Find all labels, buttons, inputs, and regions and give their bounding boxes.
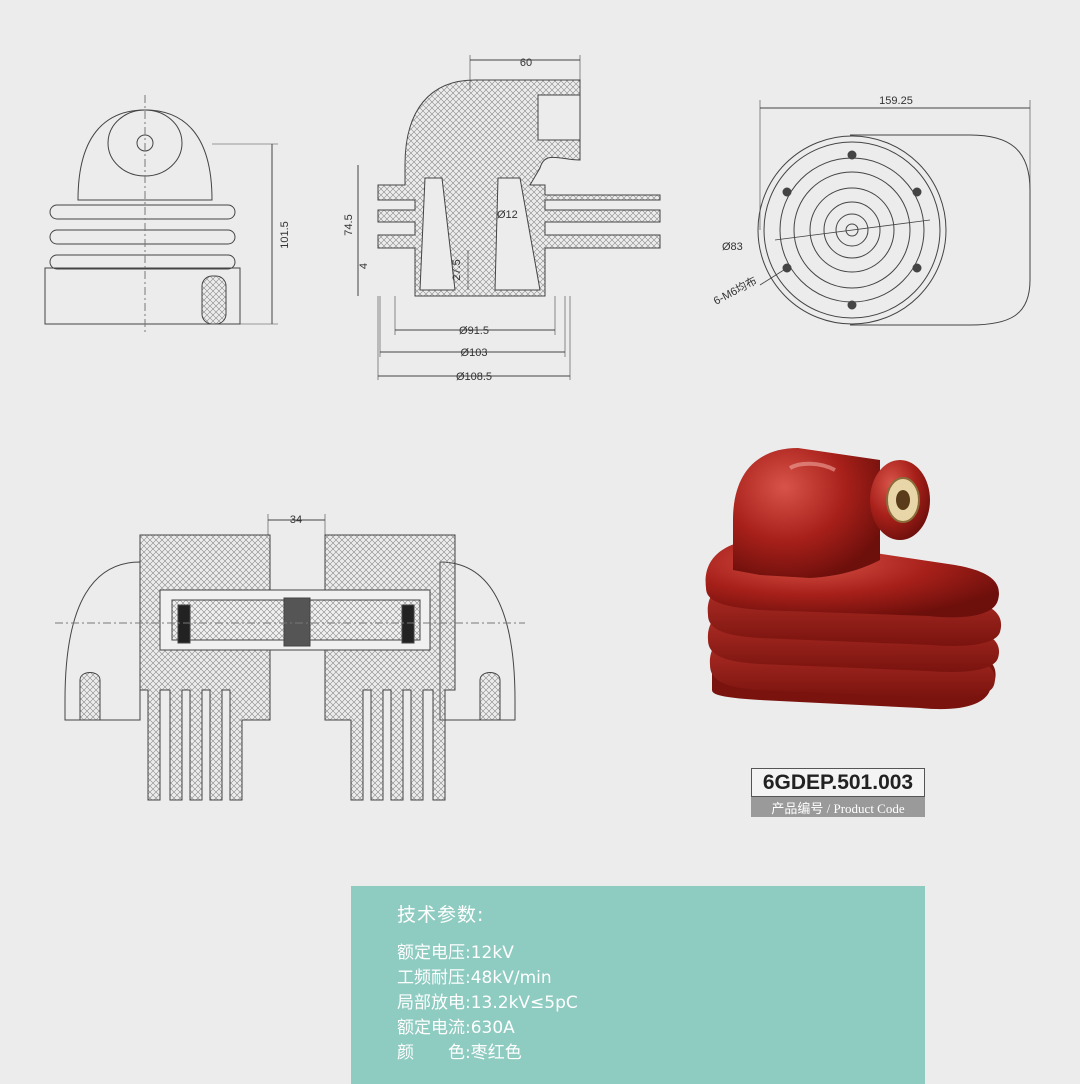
product-image [705,448,1002,710]
spec-value: 48kV/min [470,968,552,988]
product-code-box: 6GDEP.501.003 产品编号 / Product Code [751,768,925,818]
spec-panel: 技术参数: 额定电压:12kV 工频耐压:48kV/min 局部放电:13.2k… [351,886,925,1084]
spec-value: 13.2kV≤5pC [470,993,578,1013]
spec-label: 工频耐压: [397,968,471,988]
dim-101-5: 101.5 [279,221,291,249]
dim-4: 4 [358,263,370,269]
spec-value: 630A [470,1018,515,1038]
spec-label: 额定电压: [397,943,471,963]
spec-list: 额定电压:12kV 工频耐压:48kV/min 局部放电:13.2kV≤5pC … [397,941,578,1066]
top-view [757,100,1031,326]
spec-label: 额定电流: [397,1018,471,1038]
spec-title: 技术参数: [397,904,485,926]
dim-phi103: Ø103 [461,347,488,359]
spec-label: 颜 色: [397,1043,471,1063]
dim-159-25: 159.25 [879,95,913,107]
spec-row-partial-discharge: 局部放电:13.2kV≤5pC [397,991,578,1016]
front-view [44,95,278,335]
spec-label: 局部放电: [397,993,471,1013]
spec-row-rated-voltage: 额定电压:12kV [397,941,578,966]
assembly-section-view [55,514,525,801]
dim-74-5: 74.5 [343,214,355,235]
spec-row-color: 颜 色:枣红色 [397,1041,578,1066]
dim-phi83: Ø83 [722,241,743,253]
dim-phi91-5: Ø91.5 [459,325,489,337]
product-code: 6GDEP.501.003 [751,768,925,797]
product-code-caption: 产品编号 / Product Code [751,797,925,817]
side-section-view [357,55,661,380]
dim-34: 34 [290,514,302,526]
dim-60: 60 [520,57,532,69]
spec-value: 枣红色 [470,1043,522,1063]
dim-holes: 6-M6均布 [711,274,759,308]
dim-phi108-5: Ø108.5 [456,371,492,383]
spec-row-withstand-voltage: 工频耐压:48kV/min [397,966,578,991]
spec-row-rated-current: 额定电流:630A [397,1016,578,1041]
spec-value: 12kV [470,943,514,963]
dim-27-5: 27.5 [451,259,463,280]
dim-phi12: Ø12 [497,209,518,221]
